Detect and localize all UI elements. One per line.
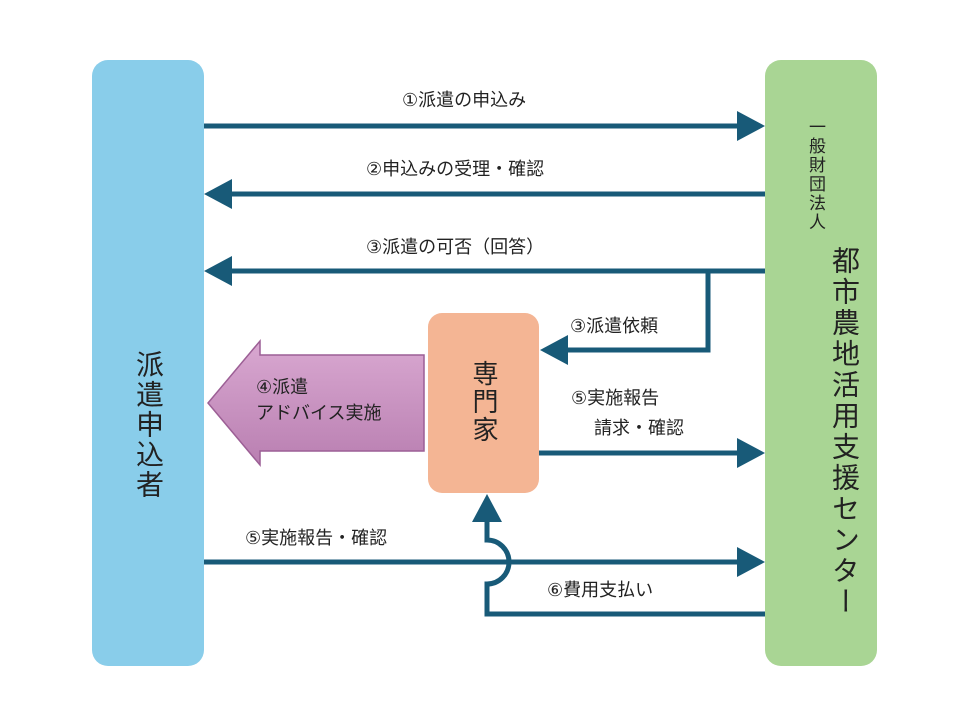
label-advice: ④派遣 アドバイス実施 [256, 375, 381, 427]
label-answer: ③派遣の可否（回答） [366, 237, 545, 258]
applicant-label: 派遣申込者 [132, 350, 165, 500]
label-applicant-report: ⑤実施報告・確認 [245, 528, 388, 549]
support-center-org-type: 一般財団法人 [805, 118, 825, 232]
advice-block-arrow [207, 338, 425, 468]
arrowhead-request [540, 335, 568, 365]
arrowhead-accept [204, 179, 232, 209]
support-center-name: 都市農地活用支援センター [828, 246, 861, 618]
applicant-box: 派遣申込者 [92, 60, 204, 666]
arrowhead-apply [737, 111, 765, 141]
expert-box [428, 313, 539, 493]
label-expert-report-1: ⑤実施報告 [571, 388, 660, 409]
arrow-payment [484, 520, 765, 617]
arrowhead-applicant-report [737, 547, 765, 577]
label-advice-2: アドバイス実施 [256, 403, 382, 424]
arrowhead-payment [472, 494, 502, 522]
label-payment: ⑥費用支払い [547, 580, 654, 601]
arrowhead-answer [204, 256, 232, 286]
label-accept: ②申込みの受理・確認 [366, 159, 545, 180]
arrowhead-expert-report [737, 438, 765, 468]
arrow-request [566, 271, 711, 353]
label-advice-1: ④派遣 [256, 377, 309, 398]
expert-label: 専門家 [468, 360, 498, 444]
label-request: ③派遣依頼 [570, 316, 659, 337]
support-center-box [765, 60, 877, 666]
label-apply: ①派遣の申込み [402, 90, 527, 111]
label-expert-report-2: 請求・確認 [594, 418, 684, 439]
